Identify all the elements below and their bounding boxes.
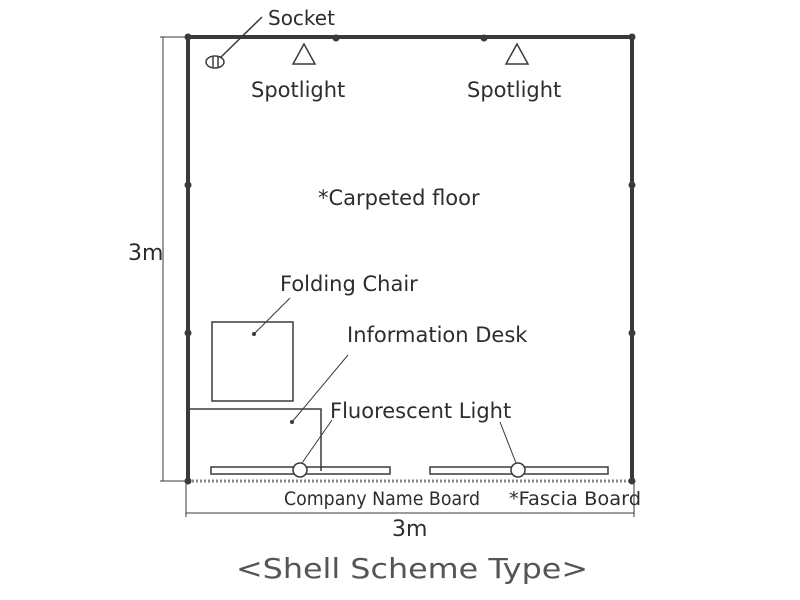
diagram-caption: <Shell Scheme Type> [236, 552, 588, 585]
fluorescent-light-right-icon [510, 462, 526, 478]
fluorescent-light-label: Fluorescent Light [330, 399, 511, 423]
width-label: 3m [392, 517, 427, 542]
information-desk-shape [189, 408, 322, 471]
folding-chair-label: Folding Chair [280, 272, 418, 296]
height-dimension [160, 36, 188, 482]
height-label: 3m [128, 241, 163, 266]
booth-walls [186, 35, 634, 481]
fluorescent-light-leader-right [499, 421, 517, 464]
spotlight-right-icon [504, 42, 530, 65]
information-desk-leader [291, 354, 349, 423]
spotlight-right-label: Spotlight [467, 78, 561, 102]
spotlight-left-label: Spotlight [251, 78, 345, 102]
folding-chair-leader [253, 297, 291, 335]
folding-chair-shape [211, 321, 294, 402]
width-dimension [185, 484, 635, 517]
fluorescent-light-leader-left [301, 419, 333, 464]
spotlight-left-icon [291, 42, 317, 65]
company-name-board-label: Company Name Board [284, 488, 480, 510]
socket-icon [205, 16, 263, 69]
fluorescent-light-left-icon [292, 462, 308, 478]
fascia-board-label: *Fascia Board [509, 488, 641, 510]
carpeted-floor-label: *Carpeted floor [318, 186, 480, 210]
information-desk-label: Information Desk [347, 323, 528, 347]
socket-label: Socket [268, 6, 335, 30]
wall-posts [184, 33, 636, 485]
